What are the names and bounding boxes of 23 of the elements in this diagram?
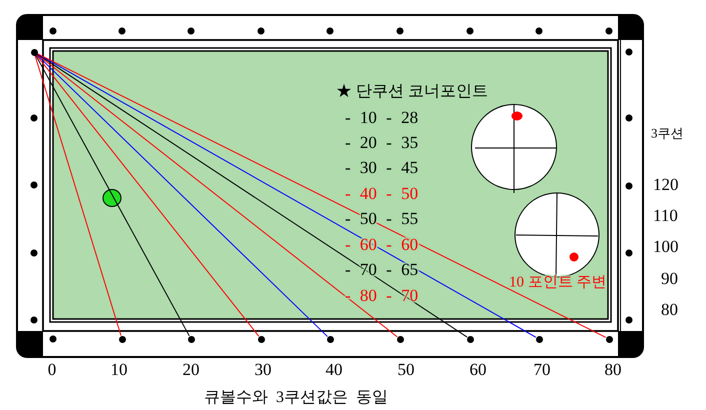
- rail-value: 90: [661, 269, 678, 289]
- rail-value: 100: [653, 237, 678, 257]
- rail-value: 120: [653, 175, 678, 195]
- aim-line: [36, 54, 328, 338]
- rail-value: 40: [326, 360, 342, 380]
- rail-value: 110: [653, 206, 678, 226]
- conversion-row: - 30 - 45: [345, 158, 418, 178]
- rail-value: 50: [398, 360, 414, 380]
- rail-value: 10: [110, 360, 128, 380]
- list-heading: ★ 단쿠션 코너포인트: [336, 82, 488, 102]
- rail-value: 0: [48, 360, 56, 380]
- conversion-row: - 40 - 50: [345, 184, 418, 204]
- rail-value: 20: [182, 360, 200, 380]
- conversion-row: - 10 - 28: [345, 108, 418, 128]
- rail-value: 60: [470, 360, 486, 380]
- rail-value: 30: [254, 360, 272, 380]
- rail-value: 80: [604, 360, 622, 380]
- diagram-note: 10 포인트 주변: [509, 274, 606, 292]
- conversion-row: - 20 - 35: [345, 133, 418, 153]
- caption: 큐볼수와 3쿠션값은 동일: [204, 388, 388, 408]
- rail-value: 70: [534, 360, 550, 380]
- rail-title: 3쿠션: [651, 126, 684, 142]
- rail-value: 80: [661, 300, 678, 320]
